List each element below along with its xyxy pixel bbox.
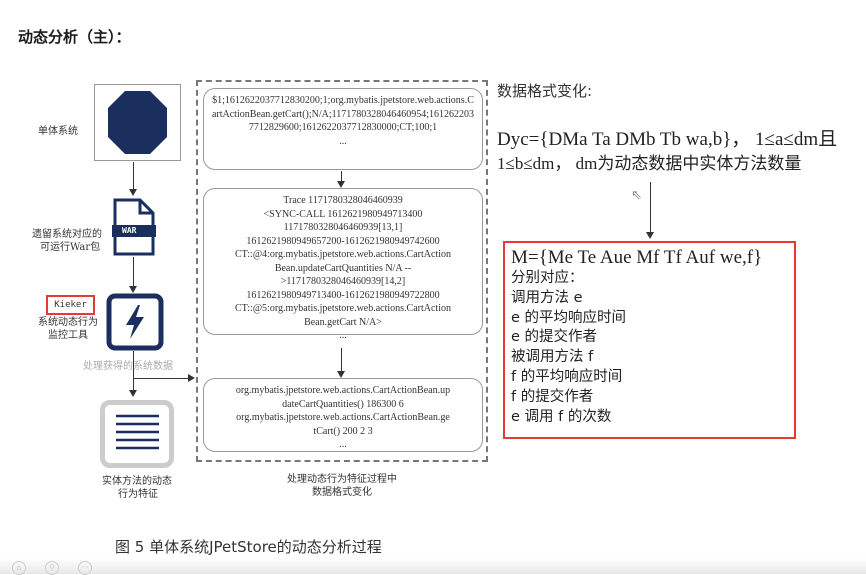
lightning-icon xyxy=(106,293,164,351)
home-icon[interactable]: ⌂ xyxy=(12,561,26,575)
definition-item: 调用方法 e xyxy=(511,289,583,306)
definition-item: 分别对应： xyxy=(511,270,584,286)
trace-line: CT::@5:org.mybatis.jpetstore.web.actions… xyxy=(235,303,451,314)
trace-line: 1612621980949713400-1612621980949722800 xyxy=(246,289,440,301)
figure-caption: 图 5 单体系统JPetStore的动态分析过程 xyxy=(115,538,382,556)
dyc-formula-line1: Dyc={DMa Ta DMb Tb wa,b}， 1≤a≤dm且 xyxy=(497,129,838,150)
raw-log-text: $1;1612622037712830200;1;org.mybatis.jpe… xyxy=(211,95,475,133)
monolith-label: 单体系统 xyxy=(38,126,78,137)
monolith-box xyxy=(94,84,181,161)
feature-line: dateCartQuantities() 186300 6 xyxy=(282,398,404,410)
page-title: 动态分析（主）： xyxy=(18,28,131,46)
m-formula: M={Me Te Aue Mf Tf Auf we,f} xyxy=(511,247,763,268)
feature-label-2: 行为特征 xyxy=(118,489,158,500)
definition-item: f 的平均响应时间 xyxy=(511,368,623,385)
trace-line: 1171780328046460939[13,1] xyxy=(283,222,403,233)
zoom-icon[interactable]: ⚲ xyxy=(45,561,59,575)
definition-item: 被调用方法 f xyxy=(511,349,594,366)
kieker-highlight: Kieker xyxy=(46,295,95,315)
mouse-cursor-icon: ⇖ xyxy=(631,188,642,203)
trace-box: Trace 1171780328046460939 <SYNC-CALL 161… xyxy=(203,188,483,341)
trace-line: 1612621980949657200-1612621980949742600 xyxy=(246,235,440,247)
octagon-icon xyxy=(108,91,167,154)
process-label: 处理获得的系统数据 xyxy=(83,361,173,372)
feature-label-1: 实体方法的动态 xyxy=(102,476,172,487)
feature-line: tCart() 200 2 3 xyxy=(313,425,373,437)
definition-item: e 的提交作者 xyxy=(511,329,598,346)
more-icon[interactable]: ··· xyxy=(78,561,92,575)
data-format-container xyxy=(196,80,488,462)
format-heading: 数据格式变化: xyxy=(497,82,593,100)
monitor-label-2: 监控工具 xyxy=(48,330,88,341)
trace-line: >1171780328046460939[14,2] xyxy=(280,276,406,287)
trace-line: Bean.updateCartQuantities N/A -- xyxy=(274,262,412,274)
war-file-icon: WAR xyxy=(112,198,156,256)
feature-box: org.mybatis.jpetstore.web.actions.CartAc… xyxy=(203,378,483,452)
ellipsis: ... xyxy=(339,330,347,341)
feature-line: org.mybatis.jpetstore.web.actions.CartAc… xyxy=(236,412,450,423)
trace-line: Bean.getCart N/A> xyxy=(304,316,382,328)
ellipsis: ... xyxy=(339,439,347,450)
trace-line: CT::@4:org.mybatis.jpetstore.web.actions… xyxy=(235,249,451,260)
raw-log-box: $1;1612622037712830200;1;org.mybatis.jpe… xyxy=(203,88,483,170)
war-text: WAR xyxy=(122,226,137,235)
definition-item: f 的提交作者 xyxy=(511,388,594,405)
middle-caption-1: 处理动态行为特征过程中 xyxy=(287,474,397,485)
m-definition-box: M={Me Te Aue Mf Tf Auf we,f} 分别对应： 调用方法 … xyxy=(503,241,796,439)
definition-item: e 的平均响应时间 xyxy=(511,309,627,326)
middle-caption-2: 数据格式变化 xyxy=(312,487,372,498)
slideshow-bar xyxy=(0,558,866,574)
feature-line: org.mybatis.jpetstore.web.actions.CartAc… xyxy=(235,385,451,396)
trace-line: Trace 1171780328046460939 xyxy=(283,195,403,206)
ellipsis: ... xyxy=(339,135,347,147)
war-label-2: 可运行War包 xyxy=(40,242,101,253)
definition-item: e 调用 f 的次数 xyxy=(511,408,612,425)
war-label-1: 遗留系统对应的 xyxy=(32,229,102,240)
dyc-formula-line2: 1≤b≤dm， dm为动态数据中实体方法数量 xyxy=(497,154,802,173)
document-list-icon xyxy=(100,400,174,468)
trace-line: <SYNC-CALL 1612621980949713400 xyxy=(263,208,423,220)
monitor-label-1: 系统动态行为 xyxy=(38,317,98,328)
